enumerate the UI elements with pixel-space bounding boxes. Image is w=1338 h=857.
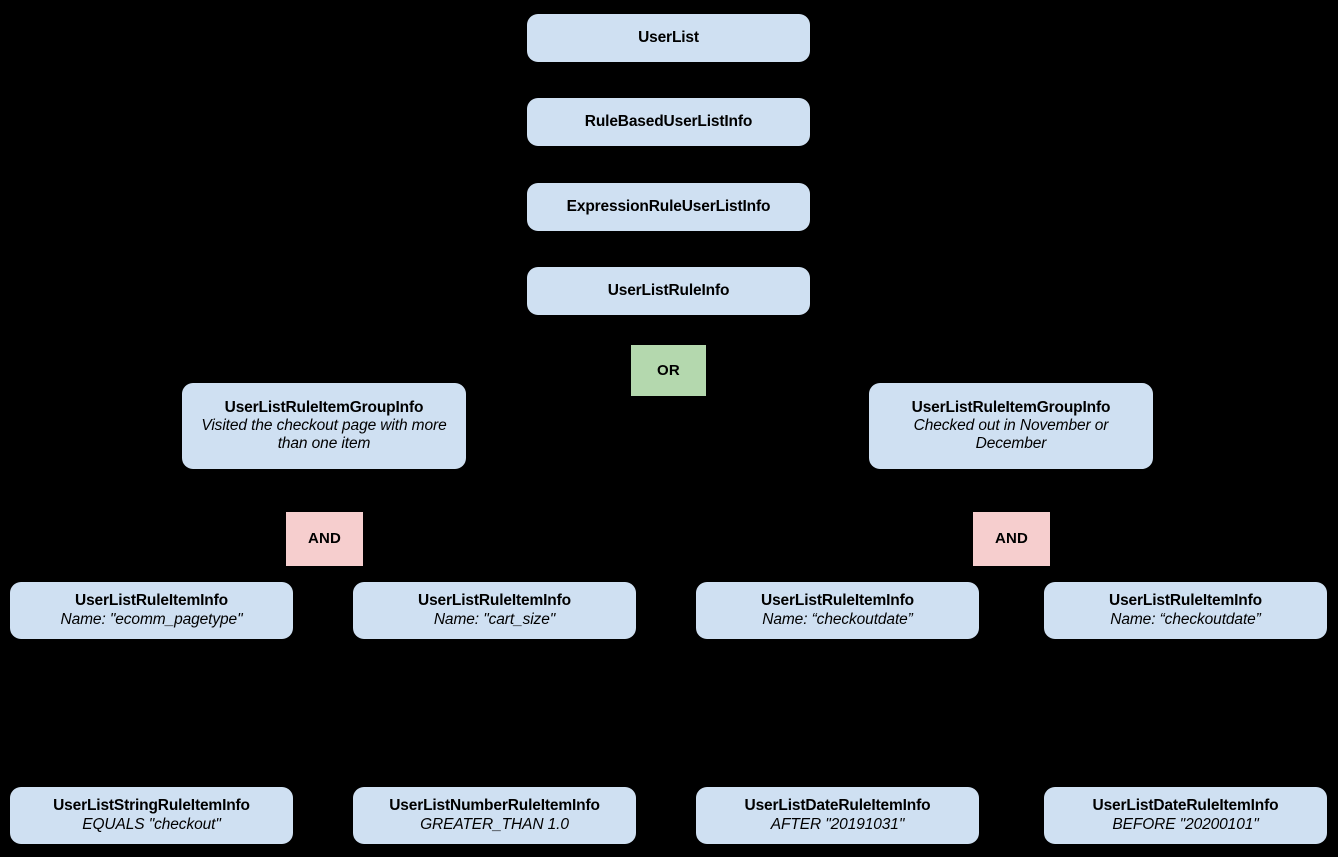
node-expressionruleuserlistinfo[interactable]: ExpressionRuleUserListInfo (527, 183, 810, 231)
node-userlistruleiteminfo-4[interactable]: UserListRuleItemInfo Name: “checkoutdate… (1044, 582, 1327, 639)
edge-and-left-bus (150, 574, 496, 576)
node-title: UserListStringRuleItemInfo (53, 797, 250, 815)
operator-or[interactable]: OR (631, 345, 706, 396)
node-title: UserListRuleItemInfo (761, 592, 914, 610)
node-subtitle: Name: “checkoutdate” (1110, 610, 1261, 628)
edge-group-left-to-and (323, 469, 325, 512)
node-subtitle: AFTER "20191031" (770, 815, 905, 833)
node-userlistruleitemgroupinfo-right[interactable]: UserListRuleItemGroupInfo Checked out in… (869, 383, 1153, 469)
edge-item1-to-leaf1 (150, 639, 152, 787)
node-rulebaseduserlistinfo[interactable]: RuleBasedUserListInfo (527, 98, 810, 146)
operator-label: AND (994, 530, 1029, 548)
node-userlistruleitemgroupinfo-left[interactable]: UserListRuleItemGroupInfo Visited the ch… (182, 383, 466, 469)
edge-userlist-to-rulebased (667, 62, 669, 98)
node-userlistruleiteminfo-2[interactable]: UserListRuleItemInfo Name: "cart_size" (353, 582, 636, 639)
node-subtitle: Checked out in November or December (913, 416, 1109, 453)
node-subtitle: Visited the checkout page with more than… (201, 416, 447, 453)
node-title: ExpressionRuleUserListInfo (566, 197, 771, 215)
edge-ruleinfo-to-or (667, 315, 669, 345)
node-title: UserListDateRuleItemInfo (1092, 797, 1279, 815)
edge-and-right-bus (837, 574, 1186, 576)
node-userlistnumberruleiteminfo[interactable]: UserListNumberRuleItemInfo GREATER_THAN … (353, 787, 636, 844)
node-title: UserList (638, 28, 699, 46)
node-userlistdateruleiteminfo-2[interactable]: UserListDateRuleItemInfo BEFORE "2020010… (1044, 787, 1327, 844)
node-title: UserListNumberRuleItemInfo (389, 797, 600, 815)
node-title: UserListRuleInfo (607, 281, 730, 299)
node-title: UserListRuleItemGroupInfo (911, 398, 1111, 416)
node-title: UserListDateRuleItemInfo (744, 797, 931, 815)
edge-item3-to-leaf3 (837, 639, 839, 787)
node-subtitle: EQUALS "checkout" (82, 815, 221, 833)
node-userlistruleinfo[interactable]: UserListRuleInfo (527, 267, 810, 315)
node-userlist[interactable]: UserList (527, 14, 810, 62)
edge-item2-to-leaf2 (494, 639, 496, 787)
node-title: UserListRuleItemInfo (418, 592, 571, 610)
operator-and-left[interactable]: AND (286, 512, 363, 566)
edge-item4-to-leaf4 (1185, 639, 1187, 787)
operator-label: OR (657, 361, 680, 379)
node-subtitle: Name: "ecomm_pagetype" (60, 610, 243, 628)
operator-and-right[interactable]: AND (973, 512, 1050, 566)
edge-rulebased-to-expressionrule (667, 146, 669, 183)
node-title: RuleBasedUserListInfo (584, 112, 753, 130)
edge-expressionrule-to-ruleinfo (667, 231, 669, 267)
node-title: UserListRuleItemGroupInfo (224, 398, 424, 416)
node-subtitle: GREATER_THAN 1.0 (420, 815, 569, 833)
node-subtitle: Name: "cart_size" (433, 610, 556, 628)
node-subtitle: Name: “checkoutdate” (762, 610, 913, 628)
node-title: UserListRuleItemInfo (1109, 592, 1262, 610)
node-subtitle: BEFORE "20200101" (1112, 815, 1259, 833)
operator-label: AND (307, 530, 342, 548)
node-userlistdateruleiteminfo-1[interactable]: UserListDateRuleItemInfo AFTER "20191031… (696, 787, 979, 844)
node-title: UserListRuleItemInfo (75, 592, 228, 610)
edge-group-right-to-and (1010, 469, 1012, 512)
node-userliststringruleiteminfo[interactable]: UserListStringRuleItemInfo EQUALS "check… (10, 787, 293, 844)
node-userlistruleiteminfo-1[interactable]: UserListRuleItemInfo Name: "ecomm_pagety… (10, 582, 293, 639)
node-userlistruleiteminfo-3[interactable]: UserListRuleItemInfo Name: “checkoutdate… (696, 582, 979, 639)
